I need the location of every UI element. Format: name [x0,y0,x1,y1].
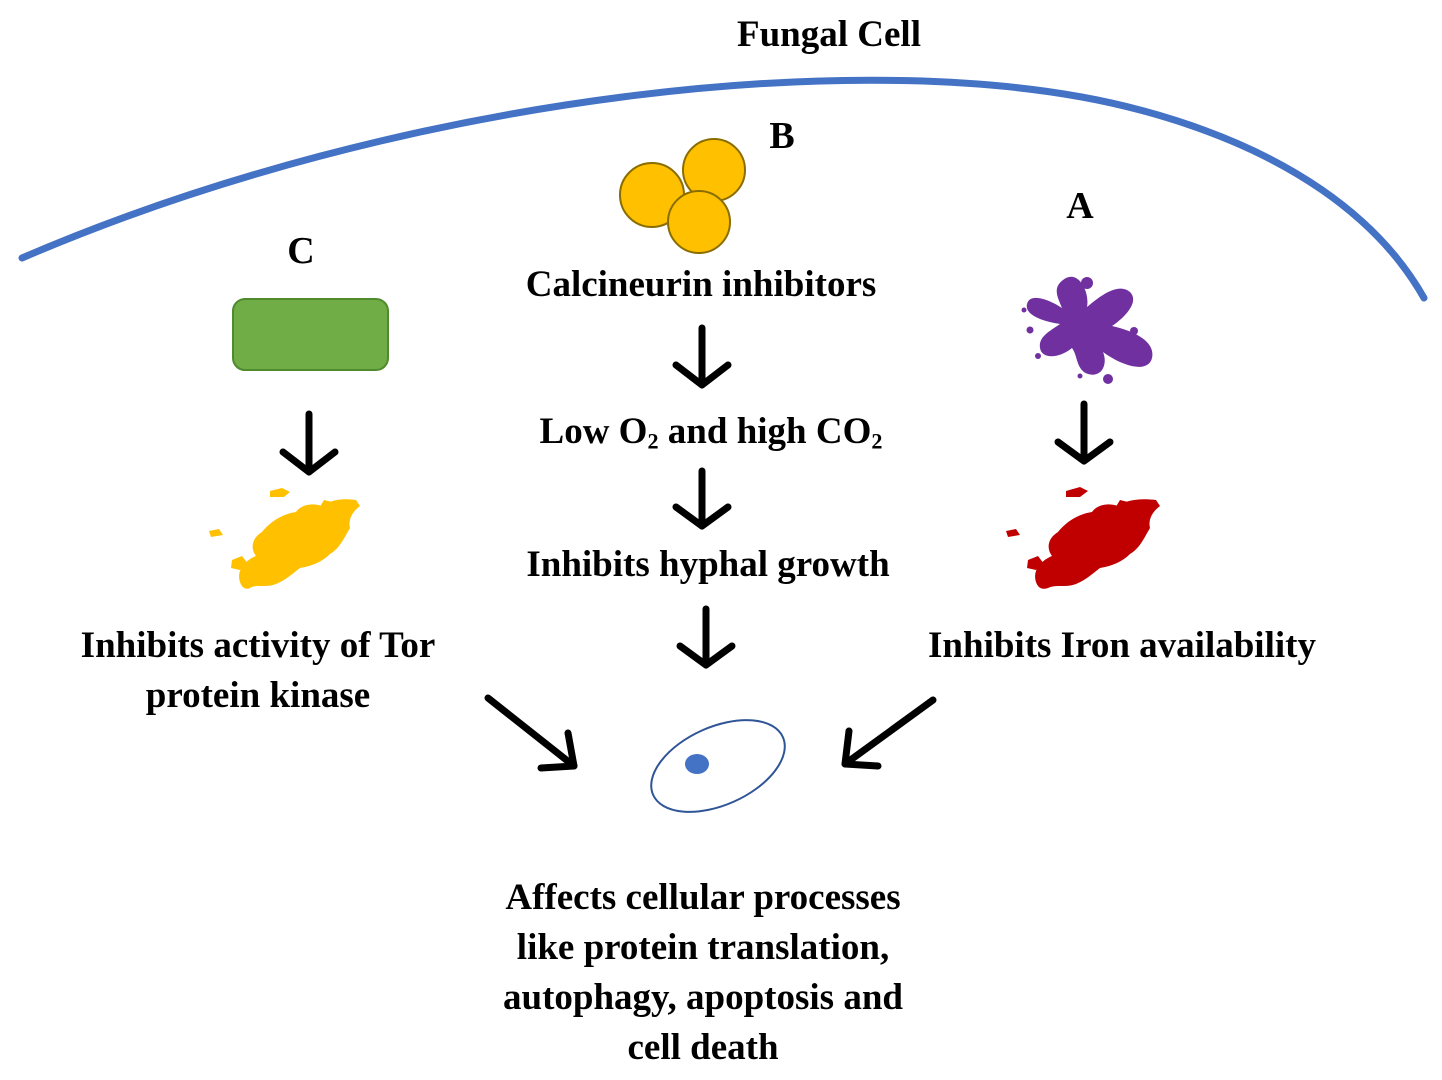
pathway-c-letter: C [287,230,315,272]
arrow-b2-icon [672,467,732,530]
iron-availability-label: Inhibits Iron availability [928,625,1316,666]
outcome-line3: autophagy, apoptosis and [503,977,903,1018]
tor-kinase-line1: Inhibits activity of Tor [80,625,436,666]
diagram-title: Fungal Cell [737,14,921,55]
outcome-line4: cell death [627,1027,779,1068]
arrow-a-diagonal-icon [841,696,937,770]
nucleus-icon [685,754,709,774]
inhibits-hyphal-growth-label: Inhibits hyphal growth [526,544,890,585]
pathway-a-letter: A [1066,185,1094,227]
arrow-b1-icon [672,324,732,389]
calcineurin-spheres-icon [619,138,746,254]
tor-inhibitor-rectangle-icon [232,298,389,371]
red-map-blob-icon [1006,487,1160,589]
calcineurin-inhibitors-label: Calcineurin inhibitors [525,264,877,305]
arrow-c-diagonal-icon [484,694,578,772]
arrow-c-down-icon [279,410,339,476]
gold-map-blob-icon [209,488,360,589]
iron-chelator-splat-icon [1021,276,1153,384]
cell-membrane-arc [18,76,1428,302]
arrow-a-down-icon [1054,400,1114,465]
tor-kinase-line2: protein kinase [145,675,371,716]
low-o2-high-co2-label: Low O2 and high CO2 [539,411,883,454]
arrow-b3-icon [676,605,736,669]
pathway-b-letter: B [769,115,795,157]
outcome-line2: like protein translation, [516,927,890,968]
target-cell-icon [650,719,786,813]
outcome-line1: Affects cellular processes [505,877,901,918]
